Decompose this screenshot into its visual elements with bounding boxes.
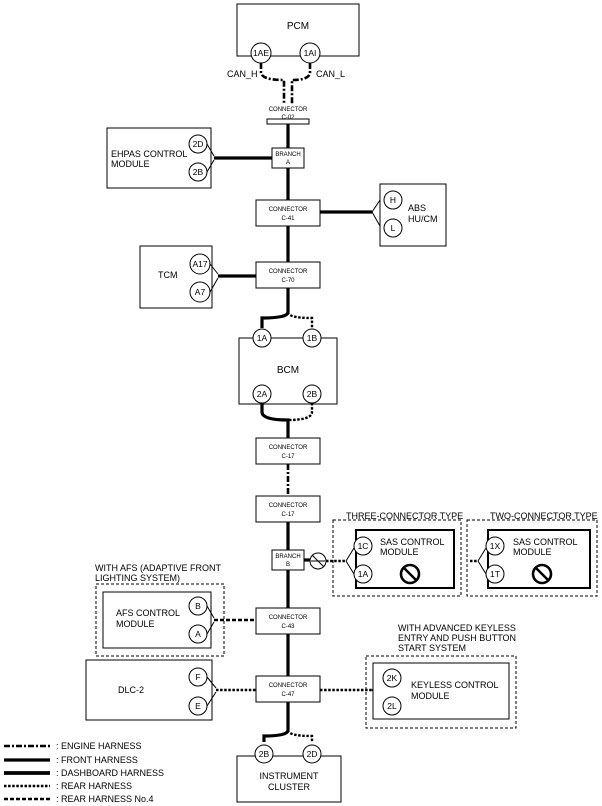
tcm-label: TCM [158,270,178,280]
pcm-pin-1ae: 1AE [253,48,269,58]
abs-label1: ABS [408,203,426,213]
connector-c70: CONNECTOR C-70 [255,261,321,289]
pcm-pin-1ai: 1AI [304,48,317,58]
bcm-pin-2a: 2A [257,389,268,399]
prohibited-icon [531,563,553,585]
afs-label2: MODULE [116,619,155,629]
sas3-pin-1a: 1A [358,569,369,579]
sas3-pin-1c: 1C [358,541,369,551]
branch-b-label1: BRANCH [275,554,300,560]
c41-label1: CONNECTOR [269,207,308,213]
connector-c17-lower: CONNECTOR C-17 [255,495,321,523]
c70-label1: CONNECTOR [269,269,308,275]
legend-rear4: : REAR HARNESS No.4 [56,794,154,804]
legend-front: : FRONT HARNESS [56,755,138,765]
afs-pin-a: A [195,629,201,639]
legend: : ENGINE HARNESS : FRONT HARNESS : DASHB… [4,741,164,804]
prohibited-icon [399,563,421,585]
abs-module: H L ABS HU/CM [379,183,447,247]
afs-note1: WITH AFS (ADAPTIVE FRONT [95,563,222,573]
bcm-pin-1b: 1B [307,333,318,343]
c02-label1: CONNECTOR [269,107,308,113]
c17a-label1: CONNECTOR [269,445,308,451]
afs-module: WITH AFS (ADAPTIVE FRONT LIGHTING SYSTEM… [95,563,225,657]
cluster-label2: CLUSTER [268,782,311,792]
connector-symbol [309,552,327,570]
can-l-label: CAN_L [316,69,345,79]
c43-label2: C-43 [281,624,295,630]
keyless-note2: ENTRY AND PUSH BUTTON [398,633,516,643]
c17b-label1: CONNECTOR [269,503,308,509]
cluster-label1: INSTRUMENT [260,771,319,781]
sas2-label1: SAS CONTROL [513,537,578,547]
branch-a-label2: A [286,160,290,166]
afs-label1: AFS CONTROL [116,608,180,618]
abs-pin-h: H [390,195,396,205]
keyless-label1: KEYLESS CONTROL [411,680,499,690]
dlc2-module: DLC-2 F E [85,659,213,721]
branch-b-label2: B [286,562,290,568]
tcm-module: TCM A17 A7 [139,245,213,309]
abs-pin-l: L [391,223,396,233]
sas2-label2: MODULE [513,547,552,557]
ehpas-pin-2d: 2D [193,139,204,149]
c41-label2: C-41 [281,216,295,222]
legend-dashboard: : DASHBOARD HARNESS [56,768,164,778]
keyless-label2: MODULE [411,691,450,701]
ehpas-pin-2b: 2B [193,167,204,177]
connector-c41: CONNECTOR C-41 [255,199,321,227]
sas3-title: THREE-CONNECTOR TYPE [346,511,463,521]
connector-c17-upper: CONNECTOR C-17 [255,437,321,465]
dlc2-pin-e: E [195,701,201,711]
pcm-label: PCM [287,21,309,32]
sas-two-connector: TWO-CONNECTOR TYPE 1X 1T SAS CONTROL MOD… [466,511,598,597]
keyless-module: WITH ADVANCED KEYLESS ENTRY AND PUSH BUT… [365,623,517,729]
sas2-pin-1t: 1T [490,569,500,579]
legend-engine: : ENGINE HARNESS [56,741,142,751]
connector-c02: CONNECTOR C-02 [266,107,310,125]
bcm-pin-1a: 1A [257,333,268,343]
afs-note2: LIGHTING SYSTEM) [95,573,180,583]
keyless-pin-2l: 2L [387,701,397,711]
sas3-label2: MODULE [380,547,419,557]
keyless-pin-2k: 2K [387,673,398,683]
instrument-cluster: 2B 2D INSTRUMENT CLUSTER [236,744,342,803]
branch-a: BRANCH A [271,147,305,169]
sas3-label1: SAS CONTROL [380,537,445,547]
sas2-title: TWO-CONNECTOR TYPE [490,511,598,521]
legend-rear: : REAR HARNESS [56,781,132,791]
ehpas-label1: EHPAS CONTROL [111,149,187,159]
abs-label2: HU/CM [408,214,438,224]
tcm-pin-a7: A7 [195,287,206,297]
bcm-module: 1A 1B BCM 2A 2B [238,328,338,405]
keyless-note3: START SYSTEM [398,643,466,653]
cluster-pin-2d: 2D [307,749,318,759]
connector-c43: CONNECTOR C-43 [255,607,321,635]
c02-label2: C-02 [281,115,295,121]
dlc2-pin-f: F [195,672,200,682]
cluster-pin-2b: 2B [259,749,270,759]
sas-three-connector: THREE-CONNECTOR TYPE 1C 1A SAS CONTROL M… [332,511,463,597]
c47-label2: C-47 [281,692,295,698]
can-h-label: CAN_H [227,69,258,79]
c17b-label2: C-17 [281,512,295,518]
keyless-note1: WITH ADVANCED KEYLESS [398,623,516,633]
ehpas-module: EHPAS CONTROL MODULE 2D 2B [106,127,212,189]
pcm-module: PCM 1AE 1AI CAN_H CAN_L [227,3,360,79]
dlc2-label: DLC-2 [118,685,144,695]
c70-label2: C-70 [281,278,295,284]
bcm-label: BCM [277,365,299,376]
sas2-pin-1x: 1X [490,541,501,551]
c43-label1: CONNECTOR [269,615,308,621]
ehpas-label2: MODULE [111,159,150,169]
bcm-pin-2b: 2B [307,389,318,399]
c47-label1: CONNECTOR [269,683,308,689]
branch-a-label1: BRANCH [275,152,300,158]
connector-c47: CONNECTOR C-47 [255,675,321,703]
branch-b: BRANCH B [271,549,305,571]
tcm-pin-a17: A17 [192,259,207,269]
afs-pin-b: B [195,601,201,611]
c17a-label2: C-17 [281,454,295,460]
